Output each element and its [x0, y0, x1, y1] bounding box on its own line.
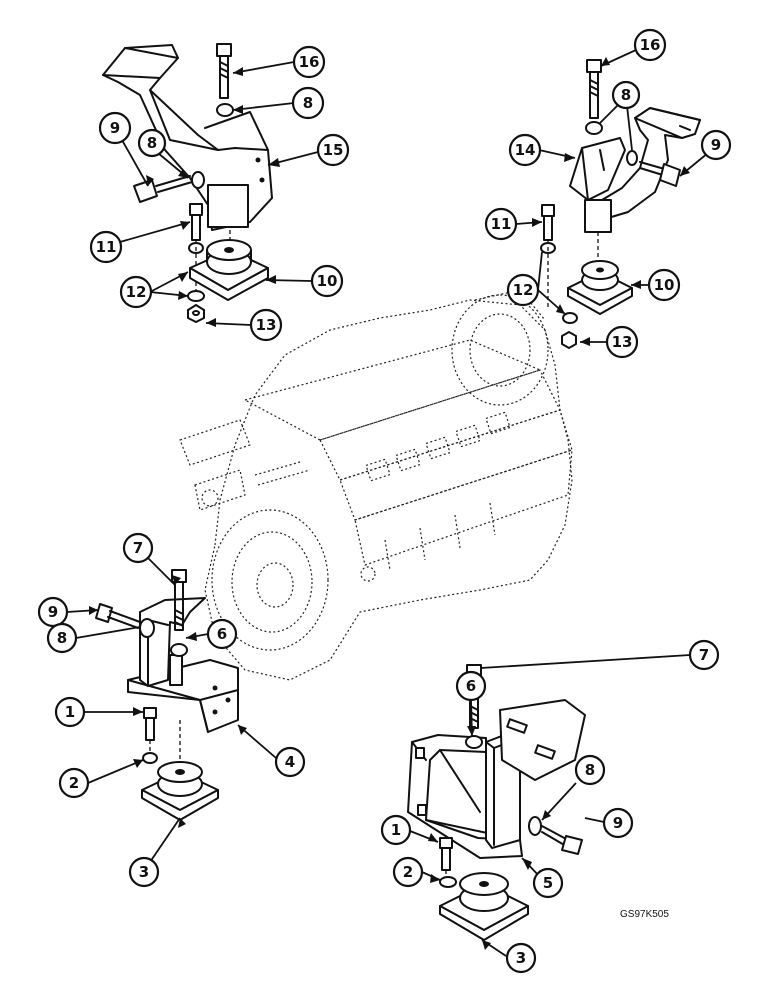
svg-text:2: 2 — [403, 863, 413, 881]
svg-text:3: 3 — [139, 863, 149, 881]
svg-text:15: 15 — [323, 141, 344, 159]
callout-10: 10 — [310, 264, 344, 298]
bolt-16-right — [586, 59, 602, 73]
callout-15: 15 — [316, 133, 350, 167]
callout-1: 1 — [54, 696, 86, 728]
callout-10: 10 — [647, 268, 681, 302]
callout-12: 12 — [119, 275, 153, 309]
callout-9: 9 — [602, 807, 634, 839]
bolt-16 — [216, 43, 232, 57]
callout-11: 11 — [484, 207, 518, 241]
callout-8: 8 — [611, 80, 641, 110]
callout-9: 9 — [98, 111, 132, 145]
callout-3: 3 — [128, 856, 160, 888]
svg-text:9: 9 — [711, 136, 721, 154]
callout-8: 8 — [137, 128, 167, 158]
svg-text:9: 9 — [48, 603, 58, 621]
nut-13-right — [561, 331, 577, 349]
bolt-9-br — [561, 835, 583, 855]
front-right-mount-assembly — [407, 664, 586, 941]
callout-6: 6 — [206, 618, 238, 650]
callout-1: 1 — [380, 814, 412, 846]
svg-text:8: 8 — [621, 86, 631, 104]
rear-right-mount-assembly — [540, 59, 701, 349]
bracket-5 — [407, 734, 523, 859]
callout-2: 2 — [392, 856, 424, 888]
svg-text:7: 7 — [133, 539, 143, 557]
front-left-mount-assembly — [95, 569, 239, 821]
svg-text:10: 10 — [317, 272, 338, 290]
callout-6: 6 — [455, 670, 487, 702]
svg-text:3: 3 — [516, 949, 526, 967]
svg-text:1: 1 — [65, 703, 75, 721]
callout-2: 2 — [58, 767, 90, 799]
callout-8: 8 — [574, 754, 606, 786]
svg-text:1: 1 — [391, 821, 401, 839]
callout-9: 9 — [37, 596, 69, 628]
bolt-11 — [189, 203, 203, 216]
callout-8: 8 — [46, 622, 78, 654]
svg-text:14: 14 — [515, 141, 536, 159]
svg-text:6: 6 — [466, 677, 476, 695]
svg-text:11: 11 — [491, 215, 512, 233]
svg-text:8: 8 — [303, 94, 313, 112]
callout-9: 9 — [700, 129, 732, 161]
callout-16: 16 — [633, 28, 667, 62]
engine-block-outline — [179, 289, 573, 681]
callout-7: 7 — [122, 532, 154, 564]
svg-text:8: 8 — [585, 761, 595, 779]
figure-code: GS97K505 — [620, 909, 669, 920]
bolt-9-bl — [95, 603, 113, 623]
callout-16: 16 — [292, 45, 326, 79]
svg-text:6: 6 — [217, 625, 227, 643]
svg-text:12: 12 — [513, 281, 534, 299]
svg-text:8: 8 — [57, 629, 67, 647]
svg-text:9: 9 — [110, 119, 120, 137]
svg-text:5: 5 — [543, 874, 553, 892]
leader-lines — [66, 49, 715, 957]
bolt-9-right — [659, 163, 681, 187]
svg-text:9: 9 — [613, 814, 623, 832]
svg-text:4: 4 — [285, 753, 295, 771]
svg-text:16: 16 — [299, 53, 320, 71]
svg-text:7: 7 — [699, 646, 709, 664]
svg-text:16: 16 — [640, 36, 661, 54]
callout-13: 13 — [249, 308, 283, 342]
callout-11: 11 — [89, 230, 123, 264]
callout-14: 14 — [508, 133, 542, 167]
callout-3: 3 — [505, 942, 537, 974]
callouts: 16 8 9 8 15 11 10 12 13 16 8 14 9 11 12 … — [37, 28, 732, 974]
svg-text:10: 10 — [654, 276, 675, 294]
bolt-1 — [143, 707, 157, 719]
svg-text:2: 2 — [69, 774, 79, 792]
svg-text:8: 8 — [147, 134, 157, 152]
callout-13: 13 — [605, 325, 639, 359]
bolt-11-right — [541, 204, 555, 217]
callout-4: 4 — [274, 746, 306, 778]
callout-5: 5 — [532, 867, 564, 899]
svg-text:11: 11 — [96, 238, 117, 256]
callout-8: 8 — [291, 86, 325, 120]
callout-12: 12 — [506, 273, 540, 307]
rear-left-mount-assembly — [102, 43, 273, 323]
callout-7: 7 — [688, 639, 720, 671]
washer-8 — [216, 103, 234, 117]
nut-13 — [187, 304, 205, 323]
bolt-1-br — [439, 837, 453, 849]
svg-text:13: 13 — [256, 316, 277, 334]
svg-text:12: 12 — [126, 283, 147, 301]
svg-text:13: 13 — [612, 333, 633, 351]
